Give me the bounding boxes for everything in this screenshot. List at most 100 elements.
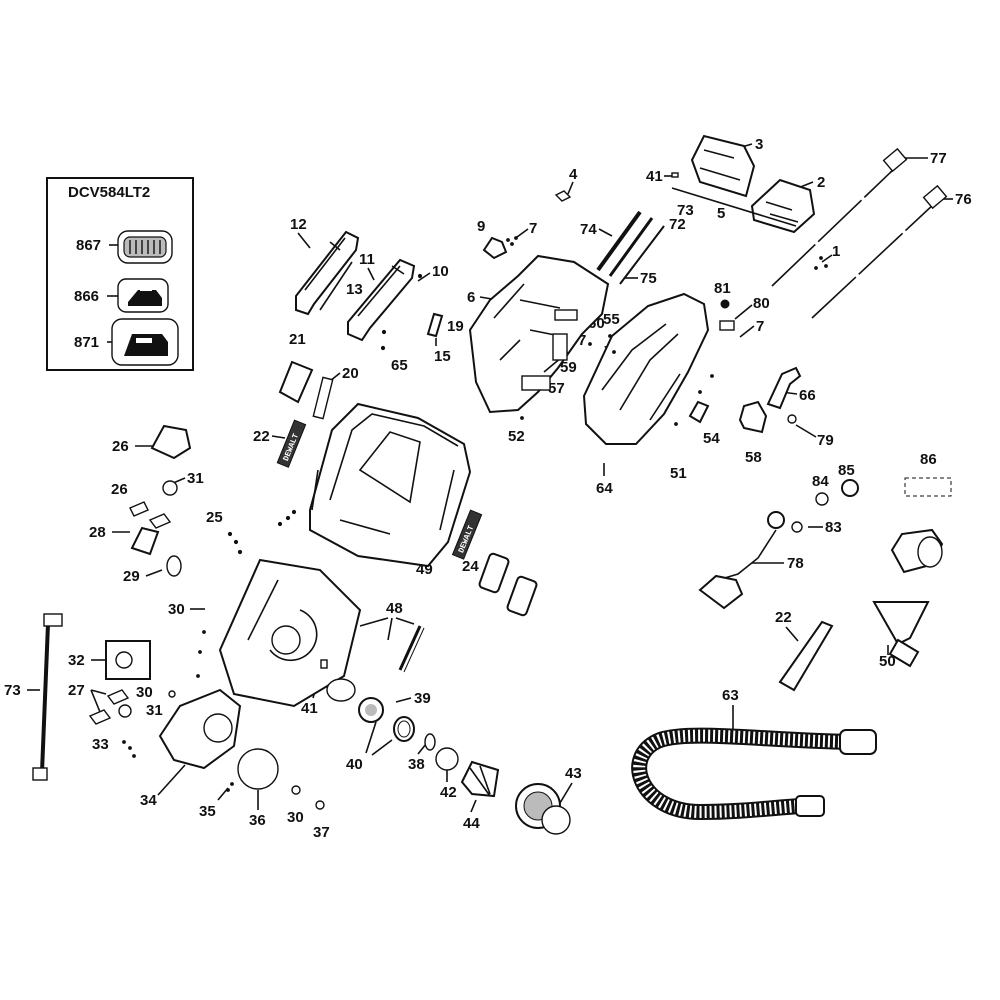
part-label-36: 36 (249, 812, 266, 829)
part-label-41-top: 41 (646, 168, 663, 185)
part-label-42: 42 (440, 784, 457, 801)
part-label-83: 84 (812, 473, 829, 490)
part-label-78: 78 (787, 555, 804, 572)
part-label-1: 1 (832, 243, 840, 260)
part-label-35: 35 (199, 803, 216, 820)
part-label-4: 4 (569, 166, 578, 183)
part-label-77: 77 (930, 150, 947, 167)
part-27-nozzle (130, 526, 160, 556)
part-label-73: 73 (677, 202, 694, 219)
part-85-label (904, 477, 952, 497)
kit-item-871[interactable]: 871 (74, 318, 179, 366)
part-label-57: 57 (548, 380, 565, 397)
part-label-74: 74 (580, 221, 597, 238)
kit-item-866[interactable]: 866 (74, 278, 169, 313)
part-label-31-b: 31 (146, 702, 163, 719)
part-label-26-a: 26 (111, 481, 128, 498)
part-label-30-a: 30 (136, 684, 153, 701)
kit-item-867[interactable]: 867 (76, 230, 173, 264)
part-label-29: 30 (168, 601, 185, 618)
part-label-20: 21 (289, 331, 306, 348)
part-label-60: 63 (722, 687, 739, 704)
part-63-housing (582, 292, 710, 445)
part-label-37: 37 (313, 824, 330, 841)
part-label-27: 28 (89, 524, 106, 541)
part-55-latch (738, 400, 768, 434)
part-label-34: 34 (140, 792, 157, 809)
part-36-disc (237, 748, 279, 790)
part-label-65: 66 (799, 387, 816, 404)
part-label-82: 83 (825, 519, 842, 536)
part-label-31-a: 31 (187, 470, 204, 487)
part-11-handle (295, 230, 360, 316)
part-20-filter-cover (278, 360, 314, 404)
part-label-30-b: 30 (287, 809, 304, 826)
part-label-80: 80 (753, 295, 770, 312)
part-label-55: 58 (745, 449, 762, 466)
part-label-13: 15 (434, 348, 451, 365)
part-34-motor (158, 688, 242, 770)
part-label-54: 55 (603, 311, 620, 328)
part-label-38: 38 (408, 756, 425, 773)
part-label-85: 86 (920, 451, 937, 468)
part-label-81: 81 (714, 280, 731, 297)
part-label-66: 73 (4, 682, 21, 699)
part-label-9: 10 (432, 263, 449, 280)
part-label-2: 2 (817, 174, 825, 191)
part-label-47: 48 (386, 600, 403, 617)
part-6-housing (468, 254, 610, 414)
part-label-7-e: 7 (756, 318, 764, 335)
part-label-12: 13 (346, 281, 363, 298)
part-label-50: 52 (508, 428, 525, 445)
part-label-49: 50 (879, 653, 896, 670)
kit-item-866-number: 866 (74, 288, 99, 305)
part-label-7-b: 7 (578, 332, 586, 349)
kit-item-867-number: 867 (76, 237, 101, 254)
part-label-11: 12 (290, 216, 307, 233)
part-label-21: 22 (775, 609, 792, 626)
part-label-52: 54 (703, 430, 720, 447)
part-48-tank (309, 402, 472, 568)
part-label-15: 19 (447, 318, 464, 335)
part-77-rod (771, 167, 896, 287)
part-label-76: 76 (955, 191, 972, 208)
part-label-25: 25 (206, 509, 223, 526)
part-label-5: 5 (717, 205, 725, 222)
part-label-84: 85 (838, 462, 855, 479)
part-label-51: 51 (670, 465, 687, 482)
part-label-7-a: 7 (529, 220, 537, 237)
part-label-64: 65 (391, 357, 408, 374)
part-label-22-b: 24 (462, 558, 479, 575)
part-label-22-a: 22 (253, 428, 270, 445)
part-label-6: 6 (467, 289, 475, 306)
part-label-3: 3 (755, 136, 763, 153)
part-78-cord (717, 529, 777, 581)
part-label-43: 44 (463, 815, 480, 832)
kit-item-871-number: 871 (74, 334, 99, 351)
part-label-10: 11 (359, 251, 375, 268)
part-label-72: 72 (669, 216, 686, 233)
part-drawings: DEWALT DEWALT (32, 134, 952, 835)
part-24-cover (150, 424, 192, 460)
part-label-44: 43 (565, 765, 582, 782)
part-label-41-b: 41 (301, 700, 318, 717)
part-3-cover (690, 134, 756, 198)
part-10-handle (347, 258, 416, 342)
part-label-24: 26 (112, 438, 129, 455)
part-label-59: 59 (560, 359, 577, 376)
kit-box-title: DCV584LT2 (68, 184, 150, 201)
part-21-crevice-tool (778, 620, 834, 692)
part-label-26-b: 27 (68, 682, 85, 699)
part-label-39: 39 (414, 690, 431, 707)
part-42-disc (435, 747, 459, 771)
part-label-28: 29 (123, 568, 140, 585)
part-2-cover (750, 178, 816, 234)
part-label-79: 79 (817, 432, 834, 449)
part-label-19: 20 (342, 365, 359, 382)
part-label-40: 40 (346, 756, 363, 773)
part-76-rod (811, 202, 936, 319)
part-label-8: 9 (477, 218, 485, 235)
part-label-75: 75 (640, 270, 657, 287)
kit-box: DCV584LT2 867 866 871 (46, 177, 194, 371)
